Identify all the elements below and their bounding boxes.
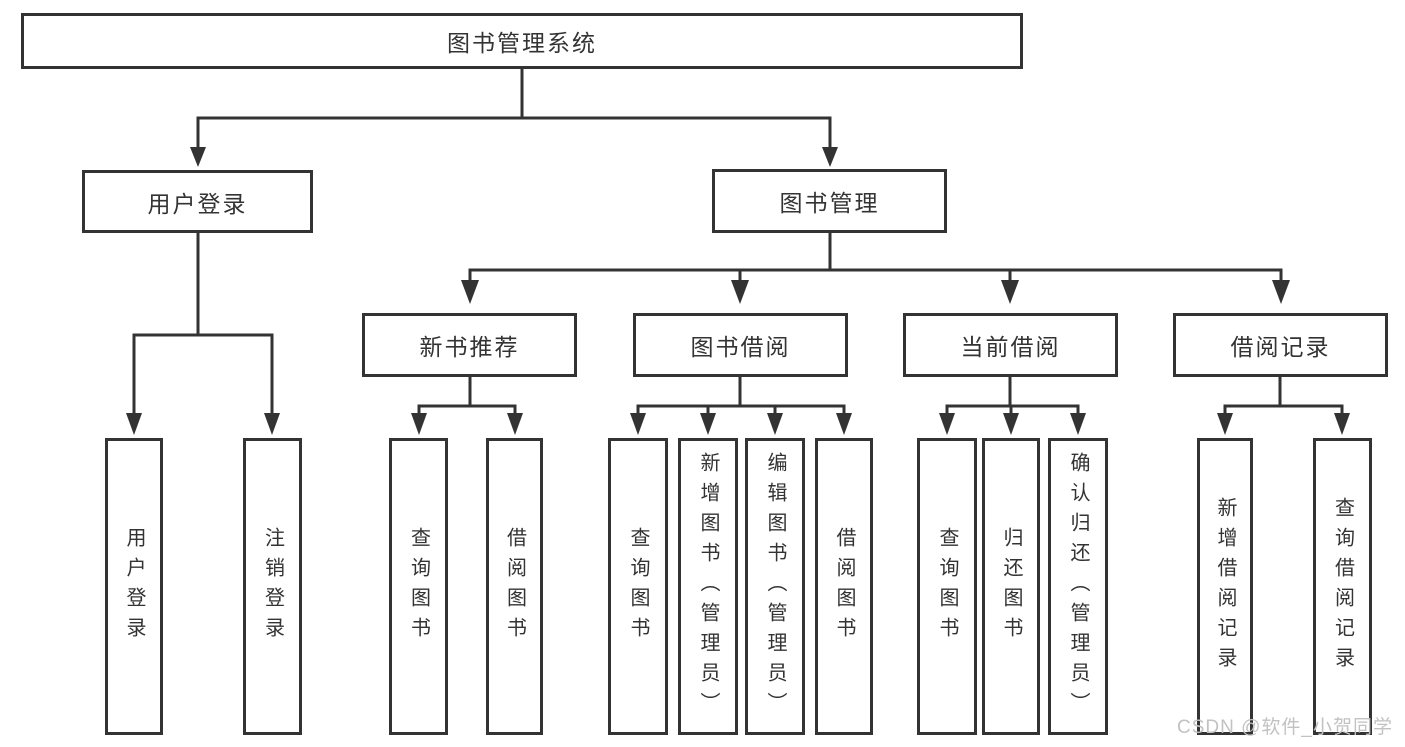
- csdn-watermark: CSDN @软件_小贺同学: [1177, 717, 1393, 738]
- arrowhead-icon: [939, 413, 955, 435]
- node-new-book-recommend: 新书推荐: [362, 313, 577, 377]
- leaf-add-book-admin: 新增图书（管理员）: [678, 438, 738, 735]
- arrowhead-icon: [264, 413, 280, 435]
- arrowhead-icon: [731, 280, 749, 304]
- arrowhead-icon: [630, 413, 646, 435]
- arrowhead-icon: [700, 413, 716, 435]
- arrowhead-icon: [1334, 413, 1350, 435]
- arrowhead-icon: [461, 280, 479, 304]
- leaf-borrow-book-newrec: 借阅图书: [486, 438, 543, 735]
- arrowhead-icon: [1217, 413, 1233, 435]
- leaf-user-login: 用户登录: [105, 438, 163, 735]
- arrowhead-icon: [507, 413, 523, 435]
- arrowhead-icon: [1001, 280, 1019, 304]
- node-book-management: 图书管理: [712, 169, 947, 233]
- arrowhead-icon: [767, 413, 783, 435]
- leaf-edit-book-admin: 编辑图书（管理员）: [745, 438, 805, 735]
- leaf-logout: 注销登录: [243, 438, 302, 735]
- leaf-confirm-return-admin: 确认归还（管理员）: [1048, 438, 1108, 735]
- node-borrow-records: 借阅记录: [1173, 313, 1388, 377]
- arrowhead-icon: [190, 147, 206, 167]
- leaf-add-borrow-record: 新增借阅记录: [1197, 438, 1253, 735]
- arrowhead-icon: [411, 413, 427, 435]
- node-book-borrow: 图书借阅: [633, 313, 848, 377]
- arrowhead-icon: [836, 413, 852, 435]
- node-user-login-branch: 用户登录: [82, 170, 313, 233]
- arrowhead-icon: [1003, 413, 1019, 435]
- arrowhead-icon: [1070, 413, 1086, 435]
- arrowhead-icon: [126, 413, 142, 435]
- leaf-query-book-newrec: 查询图书: [389, 438, 448, 735]
- arrowhead-icon: [822, 147, 838, 167]
- leaf-query-book-borrow: 查询图书: [608, 438, 668, 735]
- leaf-borrow-book-borrow: 借阅图书: [815, 438, 873, 735]
- node-current-borrow: 当前借阅: [903, 313, 1118, 377]
- leaf-return-book: 归还图书: [982, 438, 1040, 735]
- arrowhead-icon: [1272, 280, 1290, 304]
- leaf-query-book-current: 查询图书: [917, 438, 977, 735]
- leaf-query-borrow-record: 查询借阅记录: [1313, 438, 1372, 735]
- node-root: 图书管理系统: [21, 13, 1023, 69]
